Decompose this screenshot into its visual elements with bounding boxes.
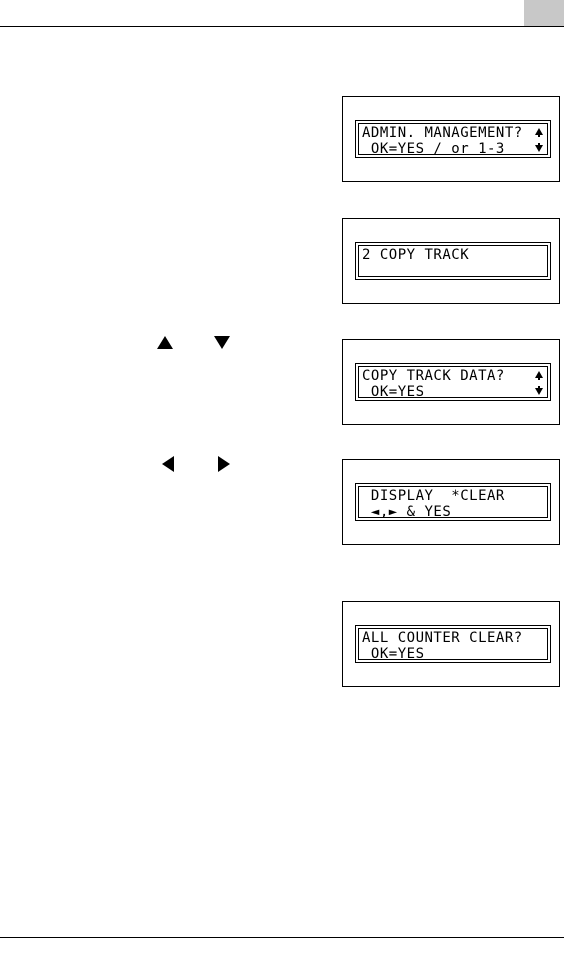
lcd-display: ALL COUNTER CLEAR? OK=YES [355, 625, 551, 663]
left-arrow-key-icon [162, 456, 174, 472]
lcd-display: 2 COPY TRACK [355, 242, 551, 280]
lcd-line-2: ◄,► & YES [362, 504, 452, 520]
scroll-down-icon [535, 143, 543, 152]
lcd-line-2: OK=YES [362, 384, 425, 400]
lcd-line-1: DISPLAY *CLEAR [362, 488, 505, 504]
up-arrow-key-icon [157, 336, 173, 349]
lcd-panel-copy-track: 2 COPY TRACK [342, 218, 560, 304]
lcd-line-1: ADMIN. MANAGEMENT? [362, 125, 523, 141]
down-arrow-key-icon [214, 336, 230, 349]
lcd-line-1: ALL COUNTER CLEAR? [362, 630, 523, 646]
lcd-display: DISPLAY *CLEAR ◄,► & YES [355, 483, 551, 521]
header-rule [0, 26, 564, 27]
page-tab [524, 0, 564, 26]
lcd-line-2: OK=YES [362, 646, 425, 662]
lcd-panel-all-counter-clear: ALL COUNTER CLEAR? OK=YES [342, 601, 560, 687]
lcd-panel-admin-management: ADMIN. MANAGEMENT? OK=YES / or 1-3 [342, 96, 560, 182]
lcd-panel-display-clear: DISPLAY *CLEAR ◄,► & YES [342, 459, 560, 545]
lcd-line-1: 2 COPY TRACK [362, 247, 470, 263]
right-arrow-key-icon [218, 456, 230, 472]
lcd-line-1: COPY TRACK DATA? [362, 368, 505, 384]
lcd-display: COPY TRACK DATA? OK=YES [355, 363, 551, 401]
lcd-panel-copy-track-data: COPY TRACK DATA? OK=YES [342, 339, 560, 425]
footer-rule [0, 937, 564, 938]
scroll-down-icon [535, 386, 543, 395]
scroll-up-icon [535, 128, 543, 137]
scroll-up-icon [535, 371, 543, 380]
lcd-line-2: OK=YES / or 1-3 [362, 141, 505, 157]
lcd-line-2 [362, 263, 533, 279]
lcd-display: ADMIN. MANAGEMENT? OK=YES / or 1-3 [355, 120, 551, 158]
